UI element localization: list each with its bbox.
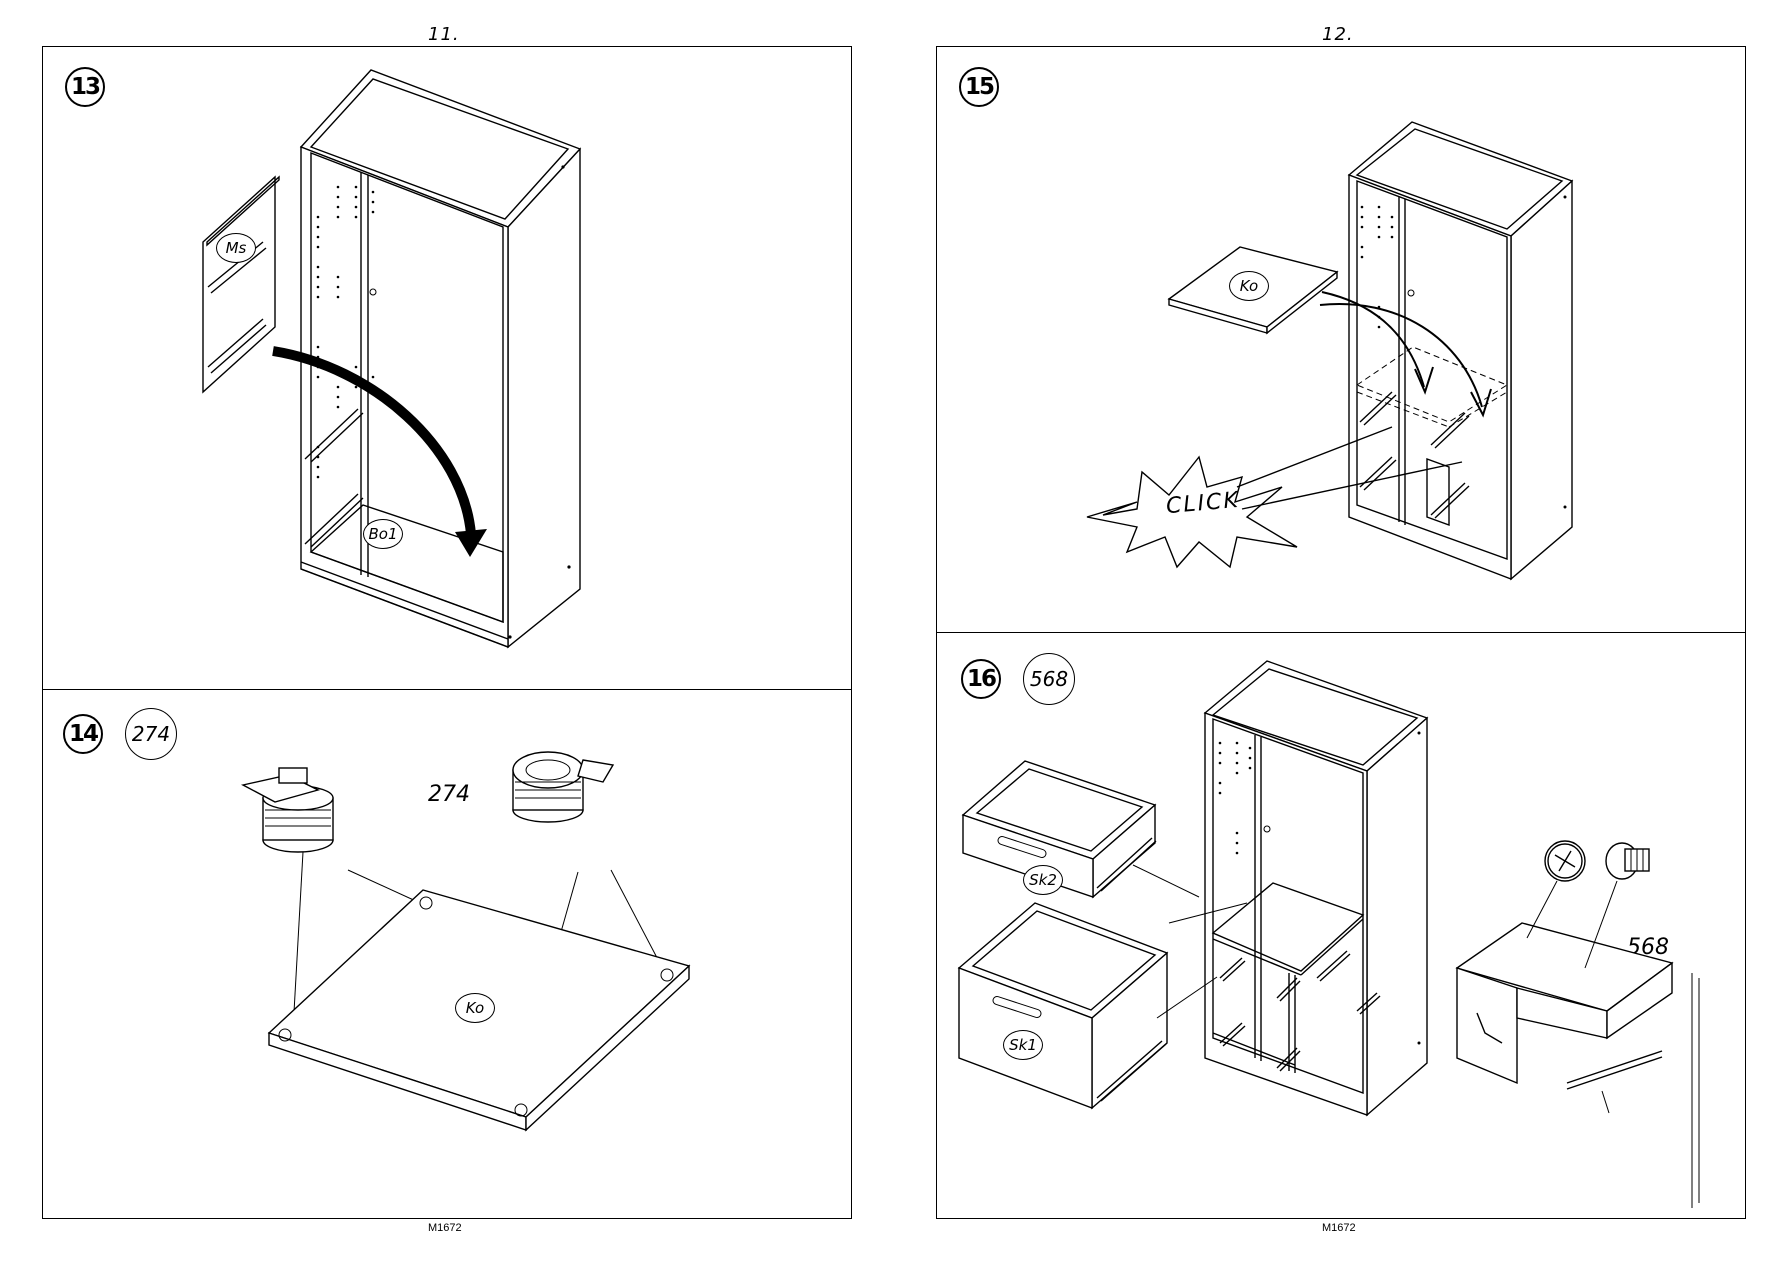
footer-code-right: M1672 xyxy=(1322,1222,1356,1234)
step-16-illustration xyxy=(957,660,1700,1208)
step-15-illustration xyxy=(1086,121,1574,581)
part-label-ms: Ms xyxy=(216,233,256,263)
step-14-badge: 14 xyxy=(63,714,103,754)
part-label-ko: Ko xyxy=(455,993,495,1023)
step-16-panel: 16 568 568 xyxy=(936,632,1746,1219)
page-number-left: 11. xyxy=(428,24,460,45)
hardware-label-274: 274 xyxy=(428,782,470,807)
step-14-illustration xyxy=(240,751,691,1132)
step-15-panel: 15 xyxy=(936,46,1746,634)
step-16-quantity: 568 xyxy=(1023,653,1075,705)
step-13-badge: 13 xyxy=(65,67,105,107)
part-label-sk2: Sk2 xyxy=(1023,865,1063,895)
part-label-sk1: Sk1 xyxy=(1003,1030,1043,1060)
step-15-badge: 15 xyxy=(959,67,999,107)
step-16-badge: 16 xyxy=(961,659,1001,699)
part-label-ko-shelf: Ko xyxy=(1229,271,1269,301)
step-13-illustration xyxy=(202,69,582,649)
page-number-right: 12. xyxy=(1322,24,1354,45)
step-14-quantity: 274 xyxy=(125,708,177,760)
step-14-panel: 14 274 274 Ko xyxy=(42,689,852,1219)
step-13-panel: 13 xyxy=(42,46,852,691)
part-label-bo1: Bo1 xyxy=(363,519,403,549)
footer-code-left: M1672 xyxy=(428,1222,462,1234)
